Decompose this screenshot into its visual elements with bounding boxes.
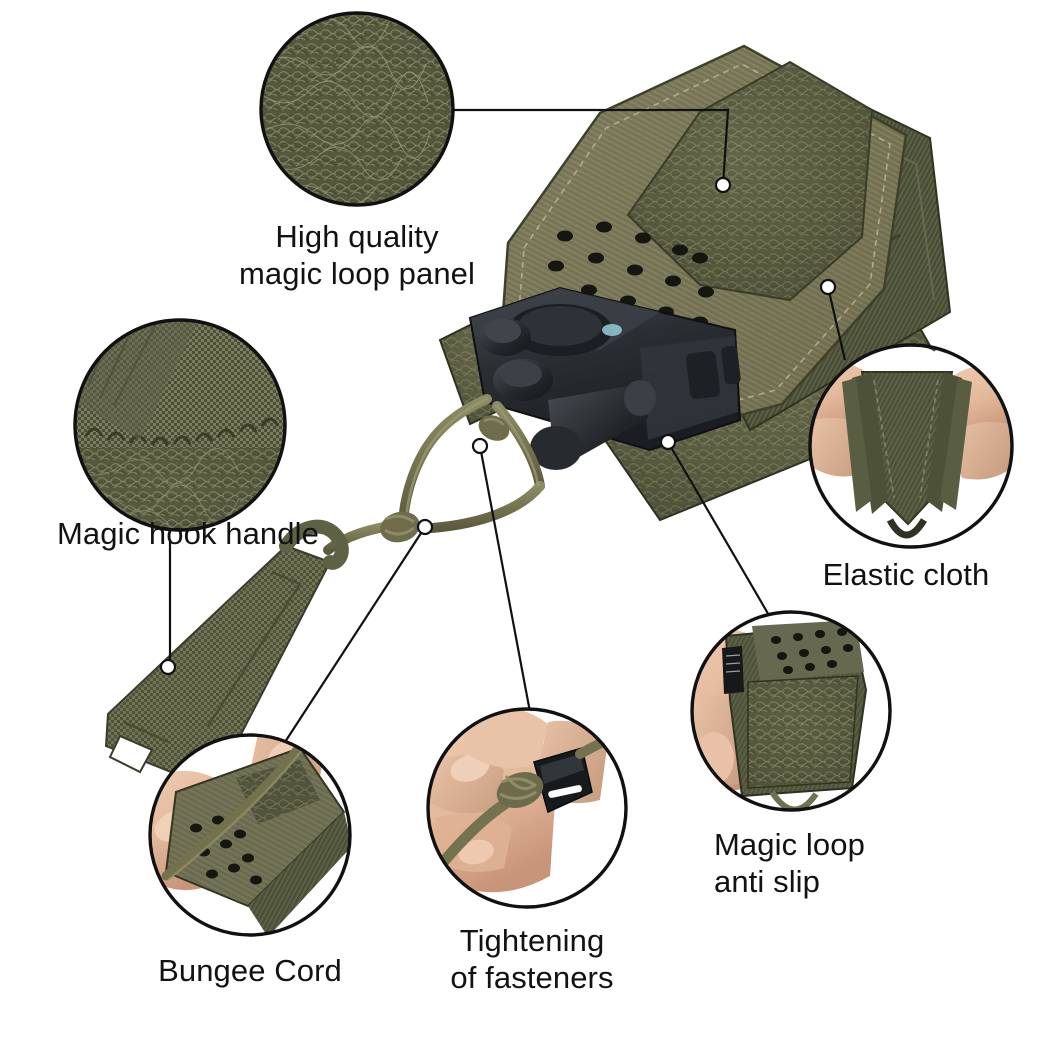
label-line-1: Bungee Cord — [158, 953, 342, 988]
label-line-2: of fasteners — [450, 960, 614, 995]
loop-panel-velcro — [626, 60, 874, 302]
callout-circle-tightening-of-fasteners — [426, 707, 628, 909]
dot-tightening-of-fasteners — [471, 437, 489, 455]
label-line-2: anti slip — [714, 864, 821, 899]
callout-label-magic-hook-handle: Magic hook handle — [57, 515, 319, 552]
product-radio-pouch — [104, 44, 962, 778]
dot-magic-hook-handle — [159, 658, 177, 676]
callout-circle-magic-loop-panel — [259, 11, 455, 207]
leader-magic-loop-panel — [452, 108, 730, 186]
callout-circle-magic-loop-anti-slip — [690, 610, 892, 812]
label-line-2: magic loop panel — [239, 256, 475, 291]
cord-knot — [380, 415, 510, 543]
radio-antenna — [530, 380, 656, 470]
cord-lock — [533, 746, 593, 814]
callout-anchor-dots — [159, 176, 837, 676]
hook-handle-strap — [104, 519, 349, 778]
label-line-1: Tightening — [459, 923, 605, 958]
label-line-1: Magic loop — [714, 827, 865, 862]
walkie-talkie-radio — [468, 286, 742, 470]
leader-elastic-cloth — [826, 286, 847, 361]
callout-label-elastic-cloth: Elastic cloth — [823, 556, 990, 593]
callout-circle-bungee-cord — [148, 733, 352, 937]
dot-elastic-cloth — [819, 278, 837, 296]
bungee-cord-highlight — [404, 397, 540, 524]
callout-leader-lines — [168, 108, 847, 743]
label-line-1: Elastic cloth — [822, 557, 990, 592]
dot-magic-loop-panel — [714, 176, 732, 194]
label-line-1: High quality — [275, 219, 439, 254]
leader-tightening-of-fasteners — [478, 445, 532, 713]
dot-bungee-cord — [416, 518, 434, 536]
dot-magic-loop-anti-slip — [659, 433, 677, 451]
radio-knobs — [479, 318, 553, 401]
label-line-1: Magic hook handle — [57, 516, 319, 551]
leader-bungee-cord — [284, 526, 426, 743]
callout-label-bungee-cord: Bungee Cord — [158, 952, 342, 989]
leader-magic-loop-anti-slip — [667, 441, 771, 618]
callout-circle-elastic-cloth — [808, 343, 1014, 549]
callout-circle-magic-hook-handle — [73, 318, 287, 532]
